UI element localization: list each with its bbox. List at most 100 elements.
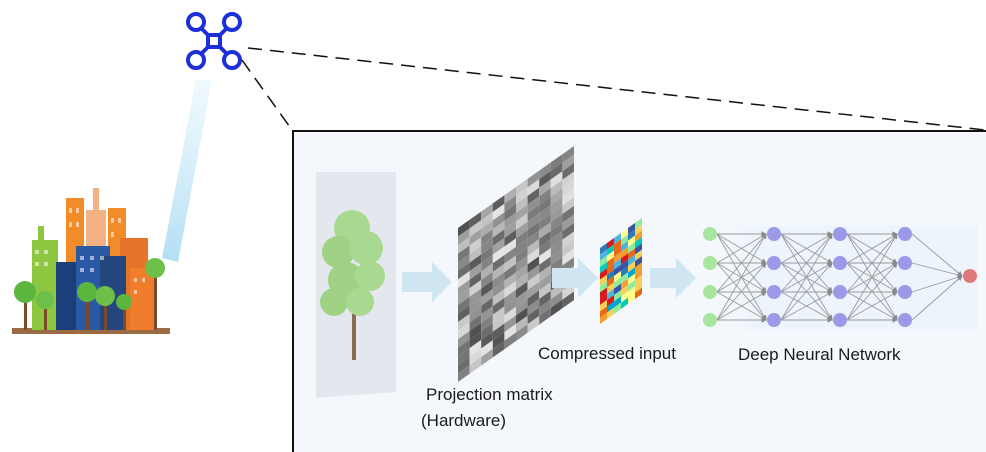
network-connection bbox=[716, 291, 767, 321]
projection-cell bbox=[504, 229, 516, 247]
projection-cell bbox=[469, 331, 482, 349]
heatmap-cell bbox=[614, 283, 621, 295]
projection-cell bbox=[481, 220, 493, 238]
network-connection bbox=[911, 262, 963, 278]
projection-cell bbox=[550, 162, 563, 180]
projection-cell bbox=[562, 146, 574, 163]
heatmap-cell bbox=[635, 237, 642, 249]
projection-cell bbox=[481, 297, 493, 315]
projection-cell bbox=[516, 264, 528, 282]
projection-cell bbox=[527, 316, 540, 333]
projection-cell bbox=[504, 281, 516, 298]
projection-cell bbox=[469, 348, 482, 366]
projection-cell bbox=[539, 299, 551, 317]
heatmap-cell bbox=[621, 240, 628, 252]
network-connection bbox=[846, 233, 898, 264]
network-connection bbox=[780, 233, 833, 293]
input-node bbox=[703, 285, 717, 299]
heatmap-cell bbox=[628, 292, 635, 304]
heatmap-cell bbox=[614, 258, 621, 270]
projection-cell bbox=[516, 290, 528, 307]
projection-cell bbox=[458, 365, 470, 382]
projection-cell bbox=[539, 282, 551, 299]
heatmap-cell bbox=[607, 301, 614, 313]
projection-cell bbox=[527, 264, 540, 282]
input-node bbox=[703, 227, 717, 241]
heatmap-cell bbox=[607, 238, 614, 250]
network-connection bbox=[780, 262, 833, 321]
projection-cell bbox=[539, 256, 551, 274]
projection-cell bbox=[527, 221, 540, 239]
network-connection bbox=[780, 233, 833, 264]
projection-cell bbox=[469, 237, 482, 255]
projection-cell bbox=[492, 255, 505, 272]
projection-cell bbox=[504, 315, 516, 333]
heatmap-cell bbox=[621, 247, 628, 259]
projection-cell bbox=[539, 170, 551, 188]
heatmap-cell bbox=[600, 262, 607, 274]
heatmap-cell bbox=[600, 312, 607, 324]
projection-cell bbox=[469, 288, 482, 306]
zoom-line-left bbox=[241, 59, 293, 131]
projection-cell bbox=[458, 296, 470, 314]
projection-cell bbox=[516, 213, 528, 230]
projection-cell bbox=[516, 298, 528, 316]
input-image bbox=[316, 172, 396, 398]
projection-cell bbox=[469, 228, 482, 246]
projection-cell bbox=[562, 197, 574, 215]
heatmap-cell bbox=[635, 268, 642, 280]
projection-cell bbox=[562, 180, 574, 197]
heatmap-cell bbox=[600, 293, 607, 305]
projection-cell bbox=[469, 339, 482, 357]
heatmap-cell bbox=[621, 234, 628, 246]
compressed-input-heatmap bbox=[600, 218, 642, 324]
projection-cell bbox=[539, 265, 551, 282]
projection-cell bbox=[469, 211, 482, 229]
projection-matrix bbox=[458, 146, 574, 382]
network-connection bbox=[716, 233, 767, 264]
hidden-node bbox=[898, 227, 912, 241]
projection-cell bbox=[458, 236, 470, 254]
projection-cell bbox=[458, 322, 470, 340]
projection-cell bbox=[458, 331, 470, 348]
projection-cell bbox=[469, 245, 482, 263]
heatmap-cell bbox=[621, 228, 628, 240]
projection-cell bbox=[458, 305, 470, 323]
hidden-node bbox=[767, 256, 781, 270]
projection-cell bbox=[504, 332, 516, 350]
projection-cell bbox=[550, 231, 563, 248]
projection-cell bbox=[458, 271, 470, 288]
projection-cell bbox=[504, 246, 516, 264]
heatmap-cell bbox=[628, 267, 635, 279]
heatmap-cell bbox=[628, 235, 635, 247]
projection-cell bbox=[539, 290, 551, 308]
projection-cell bbox=[539, 162, 551, 180]
projection-cell bbox=[527, 179, 540, 196]
heatmap-cell bbox=[635, 243, 642, 255]
projection-cell bbox=[458, 245, 470, 263]
projection-cell bbox=[481, 280, 493, 298]
projection-cell bbox=[539, 188, 551, 205]
projection-cell bbox=[492, 306, 505, 324]
trees bbox=[14, 258, 165, 330]
heatmap-cell bbox=[635, 275, 642, 287]
projection-cell bbox=[562, 248, 574, 266]
network-connection bbox=[846, 233, 898, 321]
projection-cell bbox=[527, 307, 540, 325]
output-node bbox=[963, 269, 977, 283]
projection-cell bbox=[492, 297, 505, 315]
network-connection bbox=[846, 262, 898, 321]
projection-cell bbox=[458, 313, 470, 331]
projection-cell bbox=[562, 171, 574, 189]
projection-cell bbox=[527, 290, 540, 308]
projection-cell bbox=[481, 348, 493, 366]
arrow-input-to-projection bbox=[402, 262, 452, 302]
projection-cell bbox=[562, 205, 574, 223]
projection-cell bbox=[516, 187, 528, 205]
heatmap-cell bbox=[635, 287, 642, 299]
projection-cell bbox=[562, 231, 574, 249]
projection-cell bbox=[516, 307, 528, 324]
heatmap-cell bbox=[607, 269, 614, 281]
projection-cell bbox=[539, 247, 551, 265]
